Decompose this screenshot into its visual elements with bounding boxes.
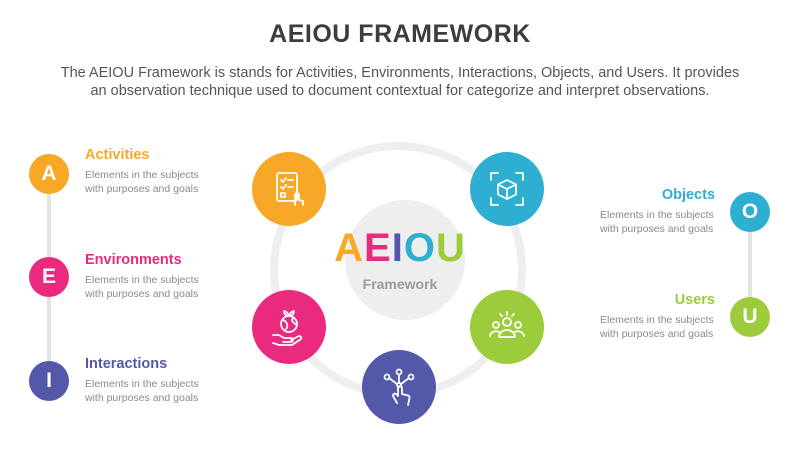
- objects-node: [470, 152, 544, 226]
- activities-description: Elements in the subjects with purposes a…: [85, 168, 215, 196]
- description-line-1: The AEIOU Framework is stands for Activi…: [60, 65, 740, 81]
- center-letter-a: A: [334, 226, 365, 270]
- interactions-title: Interactions: [85, 356, 168, 372]
- page-description: The AEIOU Framework is stands for Activi…: [30, 64, 770, 100]
- 3d-cube-scan-icon: [490, 172, 524, 206]
- objects-desc-line-2: with purposes and goals: [600, 223, 714, 235]
- center-subtitle: Framework: [362, 276, 438, 292]
- center-letter-i: I: [391, 226, 404, 270]
- interactions-description: Elements in the subjects with purposes a…: [85, 377, 215, 405]
- center-letter-o: O: [403, 226, 436, 270]
- center-aeiou-word: AEIOU: [320, 226, 480, 271]
- finger-tap-network-icon: [383, 368, 415, 406]
- hand-plant-globe-icon: [272, 310, 303, 346]
- objects-description: Elements in the subjects with purposes a…: [600, 208, 730, 236]
- right-connector-line: [748, 214, 752, 324]
- activities-desc-line-2: with purposes and goals: [85, 183, 199, 195]
- users-description: Elements in the subjects with purposes a…: [600, 313, 730, 341]
- center-letter-u: U: [435, 226, 466, 270]
- letter-e-badge: E: [29, 257, 69, 297]
- activities-node: [252, 152, 326, 226]
- letter-o-badge: O: [730, 192, 770, 232]
- letter-i-badge: I: [29, 361, 69, 401]
- letter-a-badge: A: [29, 154, 69, 194]
- environments-title: Environments: [85, 252, 182, 268]
- users-node: [470, 290, 544, 364]
- description-line-2: an observation technique used to documen…: [90, 83, 710, 99]
- activities-title: Activities: [85, 147, 150, 163]
- center-letter-e: E: [364, 226, 392, 270]
- environments-description: Elements in the subjects with purposes a…: [85, 273, 215, 301]
- letter-u-badge: U: [730, 297, 770, 337]
- environments-desc-line-2: with purposes and goals: [85, 288, 199, 300]
- activities-desc-line-1: Elements in the subjects: [85, 169, 199, 181]
- interactions-desc-line-1: Elements in the subjects: [85, 378, 199, 390]
- objects-title: Objects: [661, 187, 715, 203]
- users-desc-line-1: Elements in the subjects: [600, 314, 714, 326]
- environments-node: [252, 290, 326, 364]
- checklist-tap-icon: [276, 172, 304, 206]
- objects-desc-line-1: Elements in the subjects: [600, 209, 714, 221]
- users-title: Users: [674, 292, 715, 308]
- center-circle: [345, 200, 465, 320]
- page-title: AEIOU FRAMEWORK: [269, 20, 531, 48]
- users-desc-line-2: with purposes and goals: [600, 328, 714, 340]
- interactions-desc-line-2: with purposes and goals: [85, 392, 199, 404]
- environments-desc-line-1: Elements in the subjects: [85, 274, 199, 286]
- group-users-icon: [489, 311, 525, 338]
- interactions-node: [362, 350, 436, 424]
